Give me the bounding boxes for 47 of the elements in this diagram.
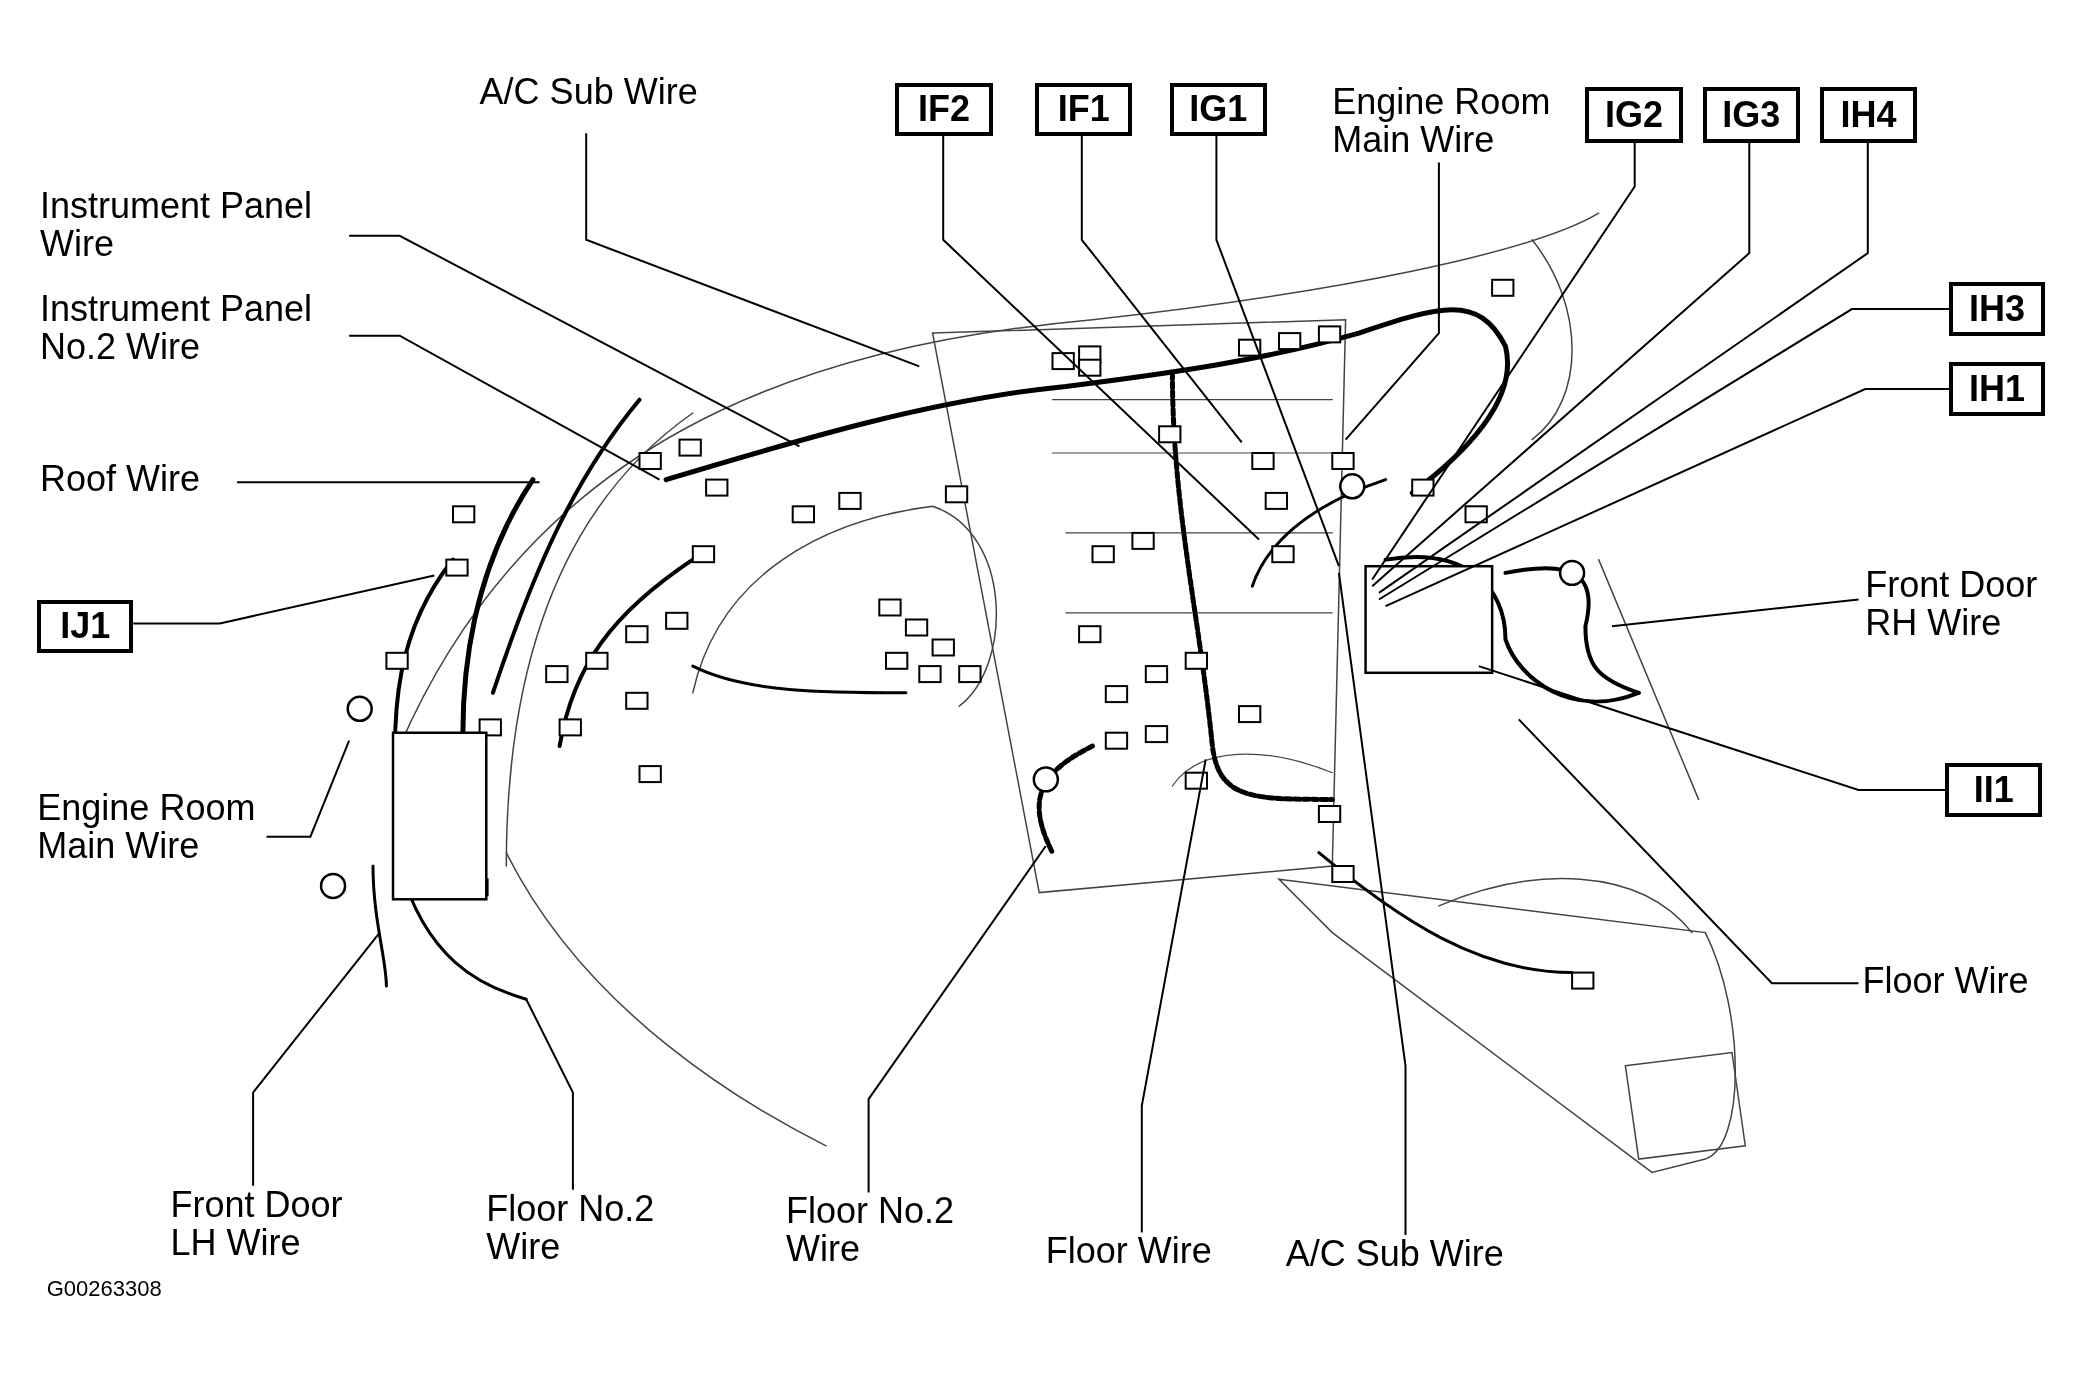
leader-line (348, 334, 661, 481)
leader-line (1344, 161, 1440, 441)
connector-code-box: II1 (1945, 763, 2043, 817)
connector-code-box: IH4 (1819, 86, 1918, 143)
leader-line (1377, 141, 1869, 594)
connector-code-box: IJ1 (37, 599, 134, 653)
wire-label: Floor No.2 Wire (786, 1192, 986, 1269)
leader-line (867, 845, 1047, 1194)
wire-label: Engine Room Main Wire (37, 788, 291, 865)
wire-label: Roof Wire (39, 459, 240, 498)
wire-label: Instrument Panel No.2 Wire (39, 290, 360, 367)
wire-label: Instrument Panel Wire (39, 186, 360, 263)
leader-line (252, 931, 381, 1187)
leader-line (525, 998, 574, 1191)
connector-code-box: IG1 (1169, 82, 1267, 136)
wire-label: Floor Wire (1862, 961, 2063, 1000)
leader-line (1477, 665, 1947, 791)
wire-label: Floor No.2 Wire (486, 1189, 687, 1266)
leader-line (1080, 134, 1243, 444)
wire-label: Engine Room Main Wire (1332, 82, 1586, 159)
leader-line (1384, 388, 1951, 608)
leader-line (1215, 134, 1340, 568)
leader-line (132, 574, 436, 625)
leader-line (348, 234, 801, 448)
connector-code-box: IF1 (1035, 82, 1133, 136)
leader-line (1517, 718, 1860, 985)
wire-label: A/C Sub Wire (1285, 1235, 1539, 1273)
leader-line (236, 481, 541, 484)
leader-line (585, 132, 921, 368)
leader-line (1611, 598, 1860, 628)
connector-code-box: IH3 (1949, 282, 2046, 336)
leader-line (265, 739, 351, 838)
leader-line (1371, 141, 1636, 581)
leader-line (942, 134, 1260, 541)
wire-label: Floor Wire (1045, 1232, 1246, 1271)
wire-label: Front Door LH Wire (170, 1185, 371, 1262)
leader-line (1371, 141, 1751, 588)
connector-code-box: IG2 (1585, 86, 1683, 143)
leader-line (1140, 758, 1207, 1234)
leader-line (1377, 308, 1951, 601)
connector-code-box: IG3 (1702, 86, 1800, 143)
wire-label: A/C Sub Wire (479, 73, 733, 112)
figure-code: G00263308 (46, 1276, 162, 1303)
leader-line (1337, 571, 1407, 1236)
wire-label: Front Door RH Wire (1865, 566, 2065, 643)
connector-code-box: IH1 (1949, 362, 2046, 416)
connector-code-box: IF2 (895, 82, 993, 136)
